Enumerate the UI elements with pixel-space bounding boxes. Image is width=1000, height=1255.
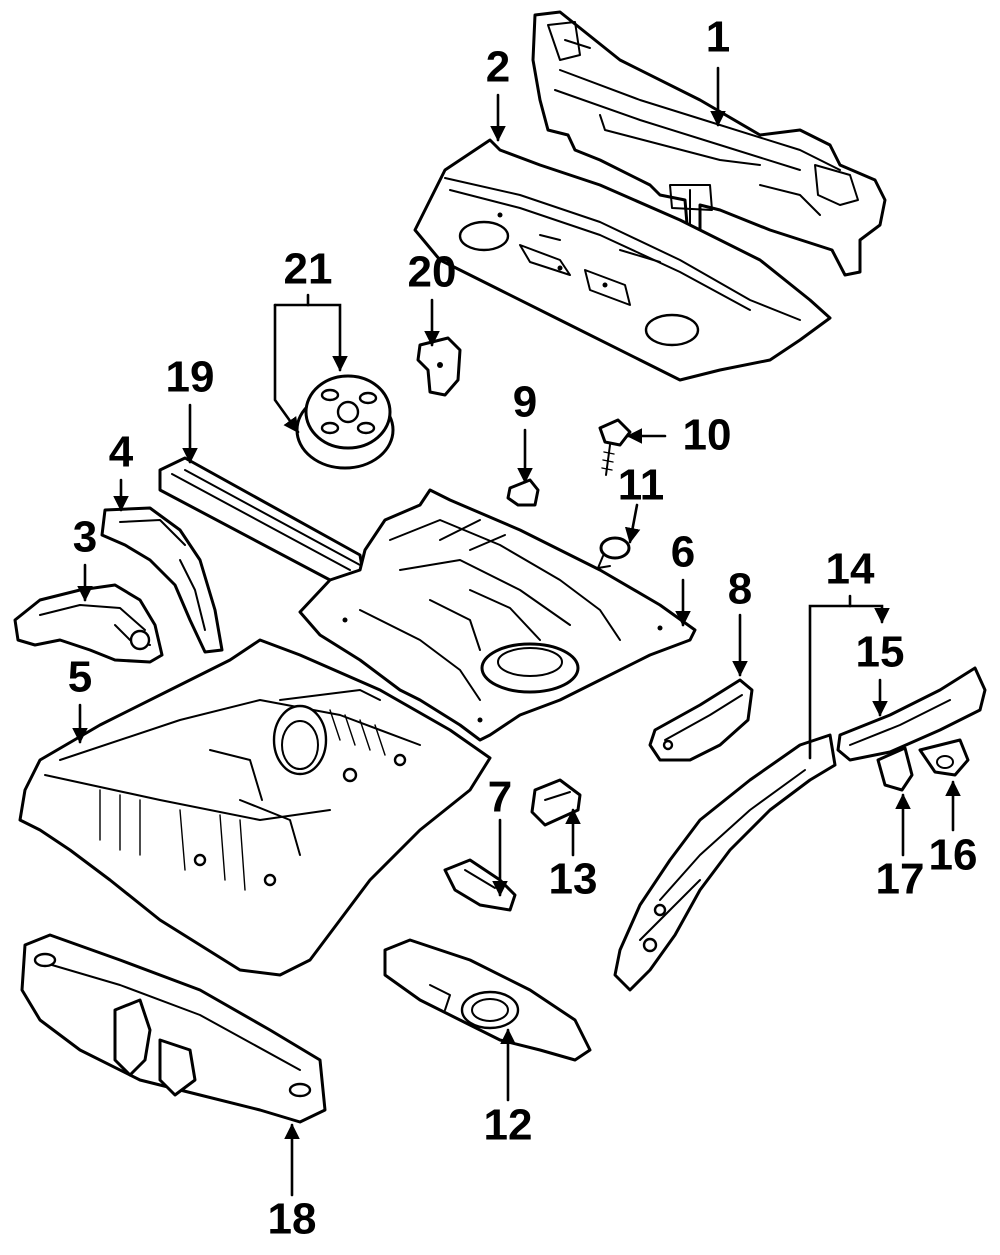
callout-9: 9: [513, 378, 537, 427]
part-14-side-member: [613, 733, 837, 992]
part-9-clip: [506, 478, 540, 507]
callout-11: 11: [618, 461, 665, 510]
part-6-rear-floor-pan: [298, 488, 697, 742]
callout-17: 17: [876, 855, 925, 904]
part-5-main-floor: [18, 638, 492, 977]
part-12-panel: [383, 938, 592, 1062]
part-8-side-bracket: [648, 678, 754, 762]
leader-lines: [72, 66, 961, 1197]
callout-2: 2: [486, 43, 510, 92]
part-4-side-panel: [100, 506, 224, 654]
callout-15: 15: [856, 628, 905, 677]
part-15-extension: [836, 666, 987, 762]
callout-3: 3: [73, 513, 97, 562]
callout-8: 8: [728, 565, 752, 614]
part-18-rear-cross-member: [20, 933, 327, 1124]
part-16-bracket: [918, 738, 970, 777]
callout-14: 14: [826, 545, 875, 594]
callout-labels: 1 2 3 4 5 6 7 8 9 10 11 12 13 14 15 16 1…: [68, 13, 978, 1244]
callout-13: 13: [549, 855, 598, 904]
part-2-package-tray: [413, 138, 832, 382]
callout-10: 10: [683, 411, 732, 460]
part-17-bracket: [876, 746, 914, 792]
callout-4: 4: [109, 428, 134, 477]
part-3-wheel-house: [13, 583, 164, 664]
part-11-grommet: [597, 536, 631, 569]
callout-5: 5: [68, 653, 92, 702]
part-7-bracket: [443, 858, 517, 912]
callout-1: 1: [706, 13, 730, 62]
part-21-spare-tire-cover: [295, 374, 395, 470]
callout-20: 20: [408, 248, 457, 297]
callout-18: 18: [268, 1195, 317, 1244]
callout-21: 21: [284, 245, 333, 294]
part-20-bracket: [416, 336, 462, 397]
part-1-rear-upper-panel: [531, 10, 887, 277]
callout-6: 6: [671, 528, 695, 577]
callout-19: 19: [166, 353, 215, 402]
callout-16: 16: [929, 831, 978, 880]
callout-12: 12: [484, 1101, 533, 1150]
callout-7: 7: [488, 773, 512, 822]
part-10-bolt: [598, 418, 632, 476]
